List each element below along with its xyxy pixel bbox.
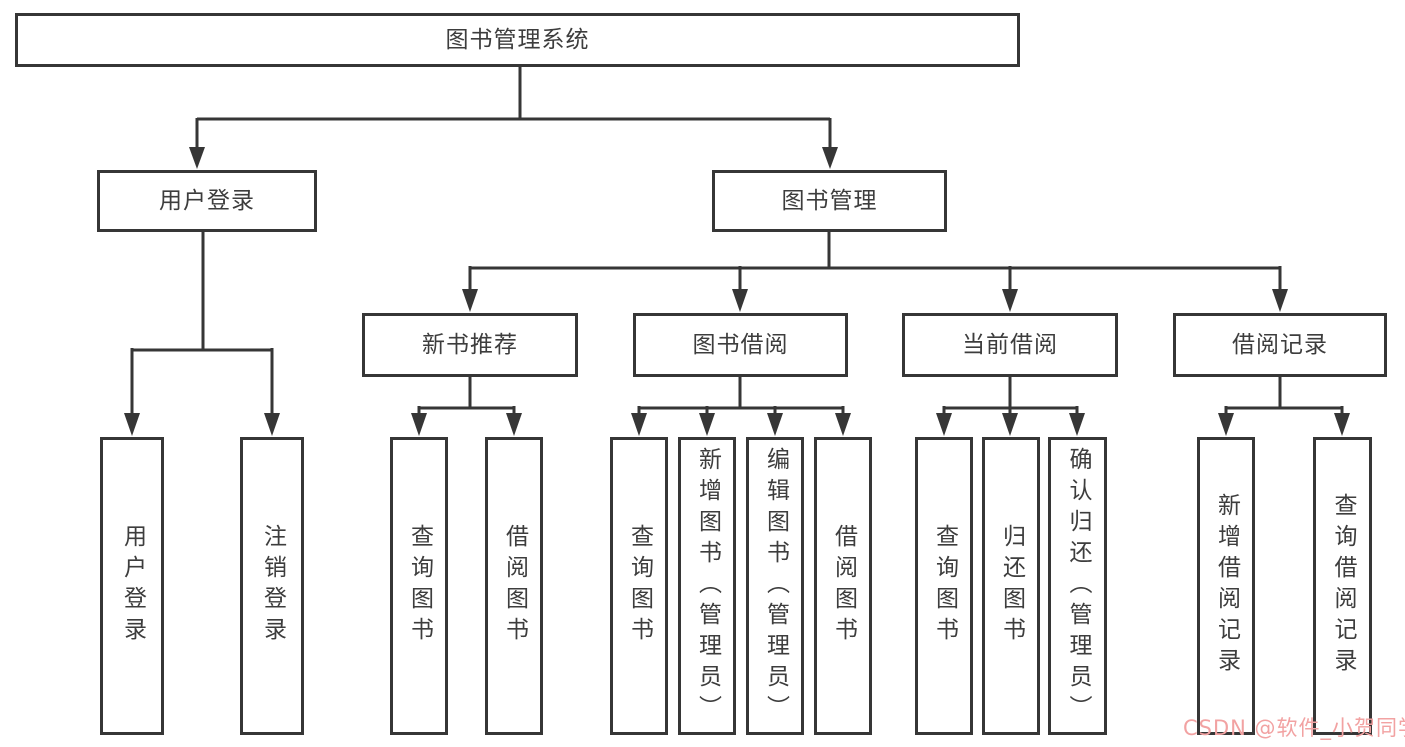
node-borrow-books-2: 借阅图书 <box>814 437 872 735</box>
node-label: 编辑图书（管理员） <box>762 446 789 726</box>
node-label: 图书管理 <box>781 187 878 214</box>
node-label: 查询图书 <box>931 524 958 648</box>
node-confirm-return-admin: 确认归还（管理员） <box>1048 437 1107 735</box>
node-query-books-2: 查询图书 <box>610 437 668 735</box>
node-label: 归还图书 <box>998 524 1025 648</box>
node-edit-books-admin: 编辑图书（管理员） <box>746 437 804 735</box>
node-label: 图书借阅 <box>692 331 789 358</box>
node-label: 图书管理系统 <box>445 26 590 53</box>
node-query-borrow-record: 查询借阅记录 <box>1313 437 1372 735</box>
node-logout: 注销登录 <box>240 437 304 735</box>
node-borrow-books-1: 借阅图书 <box>485 437 543 735</box>
node-user-login: 用户登录 <box>100 437 164 735</box>
node-label: 借阅图书 <box>501 524 528 648</box>
node-label: 查询图书 <box>626 524 653 648</box>
csdn-watermark: CSDN @软件_小贺同学 <box>1183 716 1405 740</box>
node-new-book-recommend: 新书推荐 <box>362 313 578 377</box>
node-library-management-system: 图书管理系统 <box>15 13 1020 67</box>
node-book-borrowing: 图书借阅 <box>633 313 848 377</box>
node-label: 借阅记录 <box>1232 331 1328 358</box>
node-label: 用户登录 <box>159 187 255 214</box>
node-add-borrow-record: 新增借阅记录 <box>1197 437 1255 735</box>
node-user-login-group: 用户登录 <box>97 170 317 232</box>
node-label: 注销登录 <box>259 524 286 648</box>
node-label: 新增借阅记录 <box>1213 493 1240 679</box>
node-query-books-1: 查询图书 <box>390 437 448 735</box>
node-label: 查询图书 <box>406 524 433 648</box>
node-borrowing-records: 借阅记录 <box>1173 313 1387 377</box>
node-label: 用户登录 <box>119 524 146 648</box>
node-label: 查询借阅记录 <box>1330 493 1356 679</box>
node-label: 确认归还（管理员） <box>1065 446 1091 726</box>
node-current-borrowing: 当前借阅 <box>902 313 1118 377</box>
node-add-books-admin: 新增图书（管理员） <box>678 437 736 735</box>
node-label: 借阅图书 <box>830 524 857 648</box>
node-label: 当前借阅 <box>962 331 1058 358</box>
node-return-books: 归还图书 <box>982 437 1040 735</box>
node-query-books-3: 查询图书 <box>915 437 973 735</box>
node-label: 新书推荐 <box>422 331 518 358</box>
node-book-management: 图书管理 <box>712 170 947 232</box>
node-label: 新增图书（管理员） <box>694 446 721 726</box>
